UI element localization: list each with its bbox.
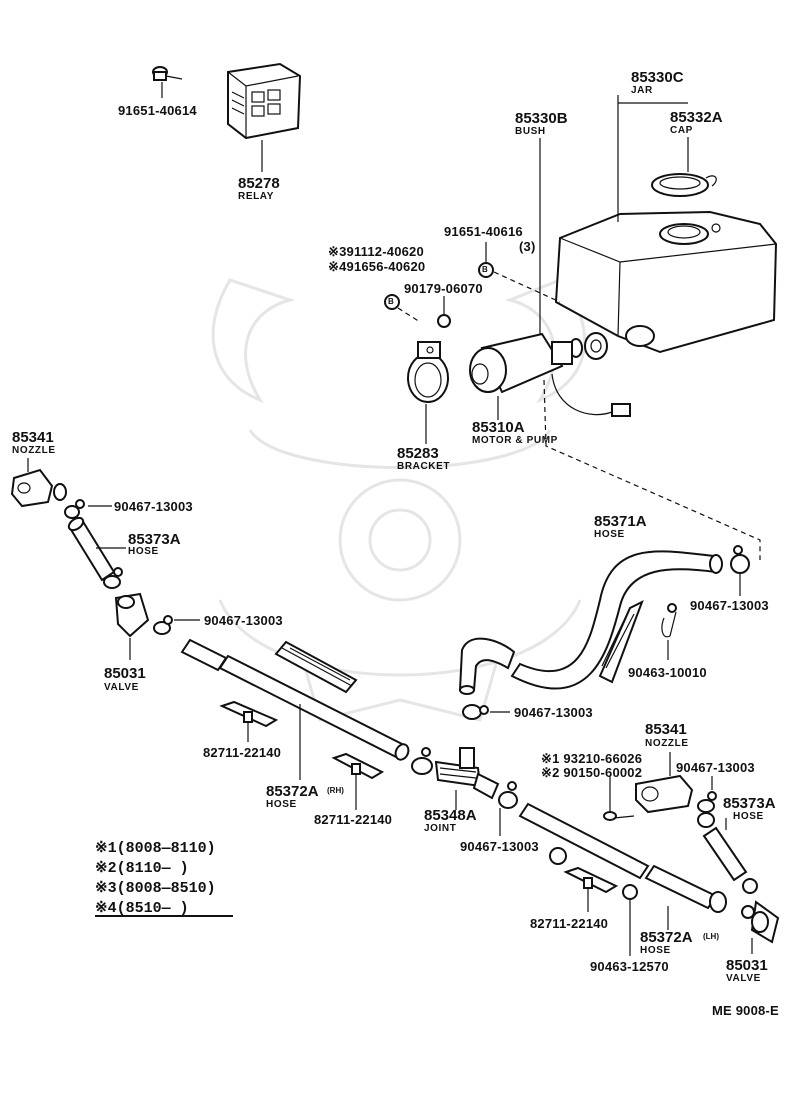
label-relay-number: 85278	[238, 175, 280, 192]
valve-left-part	[103, 567, 150, 660]
label-bolt-jar-qty: (3)	[519, 239, 536, 254]
label-motor-pump-name: MOTOR & PUMP	[472, 435, 558, 446]
bracket-part	[407, 341, 449, 444]
label-valve-left-name: VALVE	[104, 682, 139, 693]
clamp-main-part	[598, 599, 677, 684]
label-clip-joint: 90467-13003	[460, 839, 539, 854]
label-valve-right-number: 85031	[726, 957, 768, 974]
label-clip-rh-2: 82711-22140	[314, 812, 393, 827]
label-clip-rh-1: 82711-22140	[203, 745, 282, 760]
clip-left-2-part	[153, 615, 200, 635]
label-motor-pump-number: 85310A	[472, 419, 525, 436]
label-clip-right-1: 90467-13003	[676, 760, 755, 775]
label-bush-number: 85330B	[515, 110, 568, 127]
cap-part	[651, 137, 717, 197]
clip-main-right-part	[730, 545, 750, 596]
label-hose-rh-number: 85372A	[266, 783, 319, 800]
label-clip-mid: 90467-13003	[514, 705, 593, 720]
label-bolt-jar-number: 91651-40616	[444, 224, 523, 239]
figure-code: ME 9008-E	[712, 1003, 779, 1018]
screw-top-part	[152, 66, 183, 98]
label-nozzle-left-name: NOZZLE	[12, 445, 56, 456]
label-clip-main-right: 90467-13003	[690, 598, 769, 613]
label-nut-bracket: 90179-06070	[404, 281, 483, 296]
label-clamp-main: 90463-10010	[628, 665, 707, 680]
callout-letter-jar: B	[482, 265, 488, 274]
legend: ※1(8008—8110) ※2(8110— ) ※3(8008—8510) ※…	[95, 838, 235, 918]
clip-mid-part	[462, 704, 510, 720]
label-bracket-name: BRACKET	[397, 461, 451, 472]
legend-item: ※4(8510— )	[95, 900, 189, 917]
clip-left-1-part	[64, 499, 112, 519]
label-hose-lh-number: 85372A	[640, 929, 693, 946]
screw-right-part	[603, 776, 635, 821]
label-note-bolt-1: ※391112-40620	[328, 244, 424, 259]
relay-part	[227, 62, 302, 172]
jar-part	[554, 95, 778, 354]
label-cap-number: 85332A	[670, 109, 723, 126]
label-bracket-number: 85283	[397, 445, 439, 462]
label-hose-main-number: 85371A	[594, 513, 647, 530]
label-hose-right-small-number: 85373A	[723, 795, 776, 812]
label-joint-name: JOINT	[424, 823, 457, 834]
label-joint-number: 85348A	[424, 807, 477, 824]
label-clip-left-2: 90467-13003	[204, 613, 283, 628]
label-hose-lh-name: HOSE	[640, 945, 671, 956]
label-clip-left-1: 90467-13003	[114, 499, 193, 514]
valve-right-part	[741, 878, 780, 954]
label-jar-name: JAR	[631, 85, 653, 96]
watermark-emblem	[211, 278, 587, 722]
label-hose-left-small-name: HOSE	[128, 546, 159, 557]
label-valve-left-number: 85031	[104, 665, 146, 682]
label-hose-right-small-name: HOSE	[733, 811, 764, 822]
label-hose-main-name: HOSE	[594, 529, 625, 540]
hose-lh-part	[518, 802, 727, 930]
bush-part	[539, 138, 608, 360]
label-screw-top: 91651-40614	[118, 103, 197, 118]
label-hose-rh-name: HOSE	[266, 799, 297, 810]
clip-right-1-part	[697, 776, 717, 813]
label-hose-lh-suffix: (LH)	[703, 932, 719, 941]
label-clip-lh: 82711-22140	[530, 916, 609, 931]
label-nozzle-right-number: 85341	[645, 721, 687, 738]
legend-underline	[95, 915, 233, 917]
clip-joint-part	[498, 781, 518, 836]
hose-right-small-part	[697, 812, 748, 882]
bolt-jar-part	[478, 242, 561, 303]
hose-main-part	[458, 550, 723, 695]
label-note-bolt-2: ※491656-40620	[328, 259, 426, 274]
legend-item: ※3(8008—8510)	[95, 880, 216, 897]
label-nozzle-right-name: NOZZLE	[645, 738, 689, 749]
label-note-screw-1: ※1 93210-66026	[541, 751, 643, 766]
motor-pump-part	[469, 332, 761, 560]
label-bush-name: BUSH	[515, 126, 546, 137]
label-hose-rh-suffix: (RH)	[327, 786, 344, 795]
label-jar-number: 85330C	[631, 69, 684, 86]
label-relay-name: RELAY	[238, 191, 274, 202]
label-nozzle-left-number: 85341	[12, 429, 54, 446]
label-valve-right-name: VALVE	[726, 973, 761, 984]
label-clamp-lh: 90463-12570	[590, 959, 669, 974]
joint-part	[411, 747, 500, 810]
callout-letter-bracket: B	[388, 297, 394, 306]
legend-item: ※1(8008—8110)	[95, 840, 216, 857]
clip-rh-1-part	[219, 700, 279, 742]
label-hose-left-small-number: 85373A	[128, 531, 181, 548]
hose-rh-part	[180, 638, 410, 780]
clip-rh-2-part	[331, 752, 385, 810]
label-note-screw-2: ※2 90150-60002	[541, 765, 643, 780]
nozzle-left-part	[10, 458, 67, 508]
bolt-bracket-part	[384, 294, 451, 328]
clamp-lh-part	[622, 884, 638, 956]
legend-item: ※2(8110— )	[95, 860, 189, 877]
label-cap-name: CAP	[670, 125, 693, 136]
nozzle-right-part	[635, 752, 694, 814]
clip-lh-part	[549, 847, 619, 912]
